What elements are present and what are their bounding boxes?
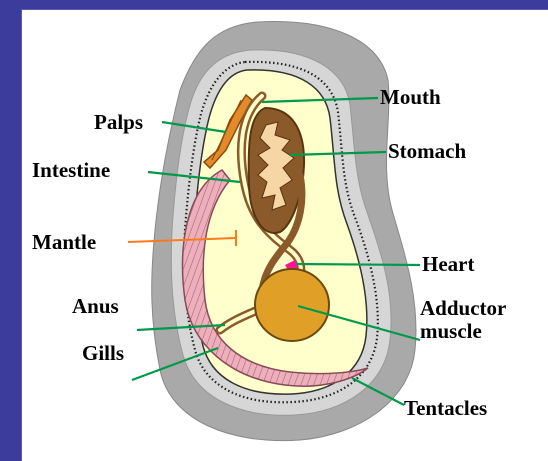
label-heart: Heart bbox=[422, 252, 474, 276]
label-mantle: Mantle bbox=[32, 230, 96, 254]
label-stomach: Stomach bbox=[388, 139, 466, 163]
adductor-muscle bbox=[255, 269, 329, 341]
label-muscle: muscle bbox=[420, 319, 482, 343]
label-intestine: Intestine bbox=[32, 158, 110, 182]
label-palps: Palps bbox=[94, 110, 143, 134]
label-anus: Anus bbox=[72, 294, 119, 318]
label-tentacles: Tentacles bbox=[404, 396, 487, 420]
label-mouth: Mouth bbox=[380, 85, 441, 109]
label-gills: Gills bbox=[82, 341, 124, 365]
label-adductor: Adductor bbox=[420, 296, 506, 320]
